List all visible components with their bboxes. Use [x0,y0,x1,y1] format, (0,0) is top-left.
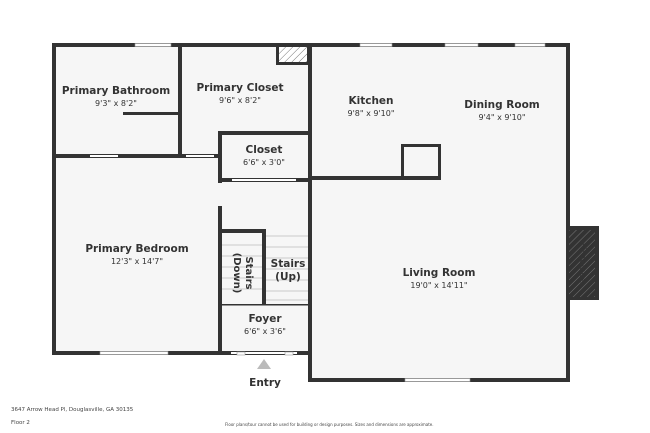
room-dims: 6'6" x 3'6" [244,327,286,336]
room-dining-room: Dining Room 9'4" x 9'10" [464,99,540,123]
floor-label: Floor 2 [11,420,30,426]
disclaimer: Floor plans/tour cannot be used for buil… [225,422,434,427]
room-name: Living Room [402,267,476,279]
room-primary-closet: Primary Closet 9'6" x 8'2" [196,82,283,106]
entry-arrow-icon [257,359,271,369]
stair-treads [222,235,308,301]
room-primary-bedroom: Primary Bedroom 12'3" x 14'7" [85,243,188,267]
room-name: Primary Bedroom [85,243,189,255]
room-closet: Closet 6'6" x 3'0" [243,144,285,168]
room-name: Dining Room [464,99,540,111]
room-stairs-down: Stairs (Down) [231,252,254,294]
room-dims: 12'3" x 14'7" [110,257,164,266]
room-primary-bathroom: Primary Bathroom 9'3" x 8'2" [62,85,170,109]
room-dims: 9'4" x 9'10" [478,113,526,122]
room-name: Foyer [248,313,282,325]
room-dims: 9'3" x 8'2" [95,99,137,108]
fireplace-hatch [569,230,595,297]
room-dims: 6'6" x 3'0" [243,158,285,167]
room-dims: 19'0" x 14'11" [410,281,468,290]
room-name: Closet [245,144,283,156]
room-kitchen: Kitchen 9'8" x 9'10" [347,95,394,119]
entry-label: Entry [249,377,281,389]
windows [99,43,546,382]
room-name: Primary Closet [196,82,284,94]
room-dims: 9'6" x 8'2" [219,96,261,105]
room-dims: 9'8" x 9'10" [347,109,395,118]
room-name: Primary Bathroom [61,85,171,97]
fireplace-label: Fireplace [577,242,587,284]
address: 3647 Arrow Head Pl, Douglasville, GA 301… [11,407,134,413]
room-living-room: Living Room 19'0" x 14'11" [403,267,476,291]
room-foyer: Foyer 6'6" x 3'6" [244,313,286,337]
room-name: Kitchen [348,95,394,107]
room-stairs-up: Stairs (Up) [270,258,306,283]
chimney-hatch [279,47,307,62]
